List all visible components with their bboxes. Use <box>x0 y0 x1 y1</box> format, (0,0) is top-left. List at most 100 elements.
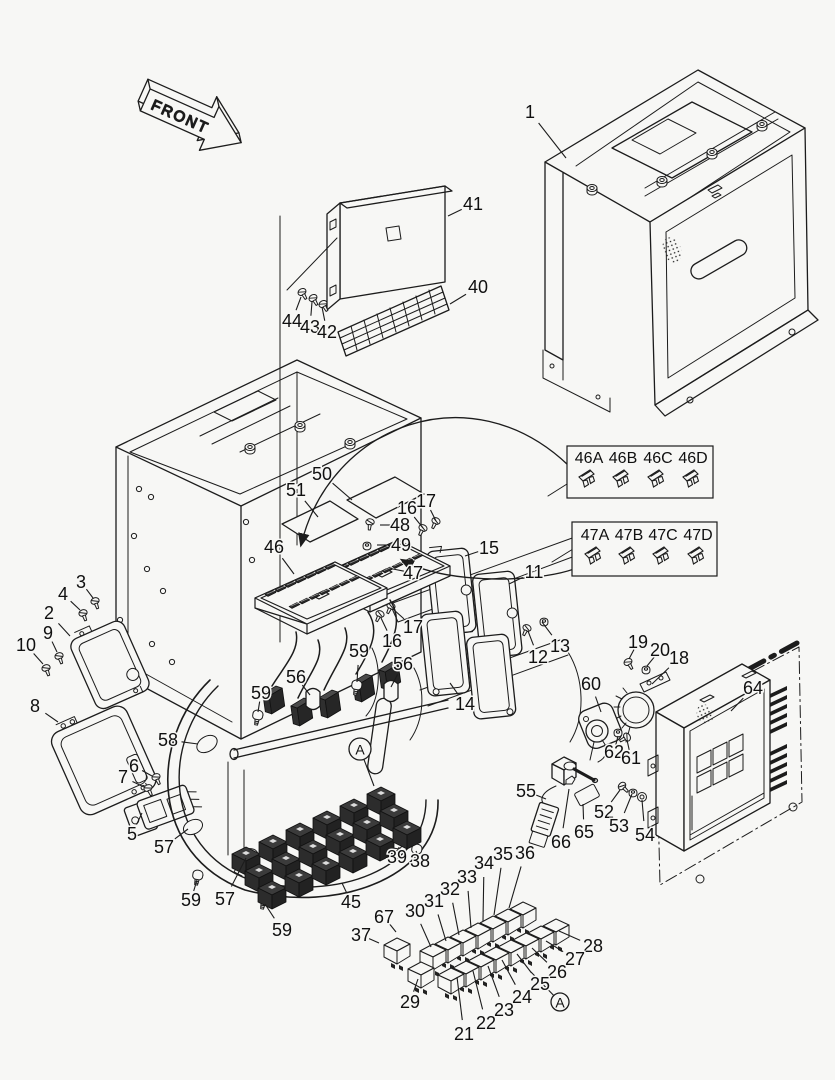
leader-line <box>516 953 532 974</box>
front-arrow: FRONT <box>137 78 242 151</box>
leader-line <box>356 664 359 683</box>
part-label-11: 11 <box>525 562 544 582</box>
part-label-26: 26 <box>547 962 567 982</box>
leader-line <box>530 971 555 996</box>
hour-meter-dial <box>613 687 655 743</box>
connector-55 <box>528 785 560 848</box>
part-label-57: 57 <box>215 889 235 909</box>
fuse-block-wires <box>271 599 398 699</box>
leader-line <box>615 735 619 745</box>
part-label-36: 36 <box>515 843 535 863</box>
leader-line <box>136 812 143 825</box>
part-number-labels: 1414044434250514616174849471511161712131… <box>14 101 764 1046</box>
part-label-59: 59 <box>181 890 201 910</box>
leader-line <box>651 667 670 685</box>
leader-line <box>582 803 585 820</box>
leader-line <box>626 739 630 751</box>
leader-line <box>562 788 570 829</box>
part-label-14: 14 <box>455 694 475 714</box>
part-label-13: 13 <box>550 636 570 656</box>
fuse-47d-label: 47D <box>683 527 712 544</box>
part-label-2: 2 <box>44 603 54 623</box>
leader-line <box>464 551 479 557</box>
leader-line <box>413 978 419 992</box>
part-label-42: 42 <box>317 322 337 342</box>
ecu-unit <box>647 663 787 852</box>
relay-box-14a <box>420 610 471 697</box>
leader-line <box>181 741 199 745</box>
part-label-40: 40 <box>468 277 488 297</box>
part-label-60: 60 <box>581 674 601 694</box>
fuse-legend-47: 47A 47B 47C 47D <box>571 521 718 577</box>
leader-line <box>449 293 467 305</box>
fuse-46d-label: 46D <box>678 450 707 467</box>
part-label-55: 55 <box>516 781 536 801</box>
position-line <box>279 215 338 643</box>
leader-line <box>508 576 523 585</box>
leader-line <box>58 622 71 637</box>
heatsink-fins <box>770 686 787 792</box>
leader-line <box>641 799 645 822</box>
part-label-43: 43 <box>300 317 320 337</box>
circled-ref-label: A <box>555 995 565 1011</box>
leader-line <box>482 876 485 922</box>
part-label-30: 30 <box>405 901 425 921</box>
part-label-41: 41 <box>463 194 483 214</box>
part-label-24: 24 <box>512 987 532 1007</box>
leader-line <box>257 701 261 713</box>
leader-line <box>304 500 319 518</box>
leader-line <box>430 509 437 522</box>
part-label-19: 19 <box>628 632 648 652</box>
part-label-58: 58 <box>158 730 178 750</box>
leader-line <box>45 712 59 723</box>
leader-line <box>264 903 275 919</box>
part-label-59: 59 <box>272 920 292 940</box>
part-label-37: 37 <box>351 925 371 945</box>
part-label-49: 49 <box>391 535 411 555</box>
fuse-47a-label: 47A <box>581 527 610 544</box>
part-label-59: 59 <box>349 641 369 661</box>
part-label-4: 4 <box>58 584 68 604</box>
part-label-16: 16 <box>382 631 402 651</box>
leader-line <box>368 938 380 944</box>
relay-5 <box>123 784 203 837</box>
part-label-17: 17 <box>403 617 423 637</box>
cover-panel <box>326 185 453 311</box>
part-label-50: 50 <box>312 464 332 484</box>
leader-line <box>390 674 399 688</box>
part-label-62: 62 <box>604 742 624 762</box>
wiper-motor-60 <box>578 702 623 763</box>
fuse-47b-label: 47B <box>615 527 643 544</box>
part-label-44: 44 <box>282 311 302 331</box>
controller-box-2 <box>70 620 150 710</box>
grille-panel <box>337 285 450 357</box>
leader-line <box>413 516 424 529</box>
part-label-56: 56 <box>286 667 306 687</box>
part-label-67: 67 <box>374 907 394 927</box>
part-label-56: 56 <box>393 654 413 674</box>
leader-line <box>730 697 744 712</box>
part-label-17: 17 <box>416 491 436 511</box>
toggle-switch-66 <box>551 756 599 786</box>
leader-line <box>531 947 548 963</box>
part-label-34: 34 <box>474 853 494 873</box>
leader-line <box>538 122 567 159</box>
part-label-52: 52 <box>594 802 614 822</box>
clip-66 <box>565 775 576 785</box>
circled-ref-label: A <box>355 742 365 758</box>
leader-line <box>447 208 462 217</box>
part-label-48: 48 <box>390 515 410 535</box>
circled-ref <box>550 992 570 1012</box>
part-label-16: 16 <box>397 498 417 518</box>
leader-line <box>341 882 348 894</box>
part-label-10: 10 <box>16 635 36 655</box>
part-label-15: 15 <box>479 538 499 558</box>
leader-line <box>321 306 326 321</box>
leader-line <box>141 770 153 777</box>
part-label-65: 65 <box>574 822 594 842</box>
leader-line <box>174 828 189 840</box>
part-label-27: 27 <box>565 949 585 969</box>
leader-line <box>281 557 295 575</box>
